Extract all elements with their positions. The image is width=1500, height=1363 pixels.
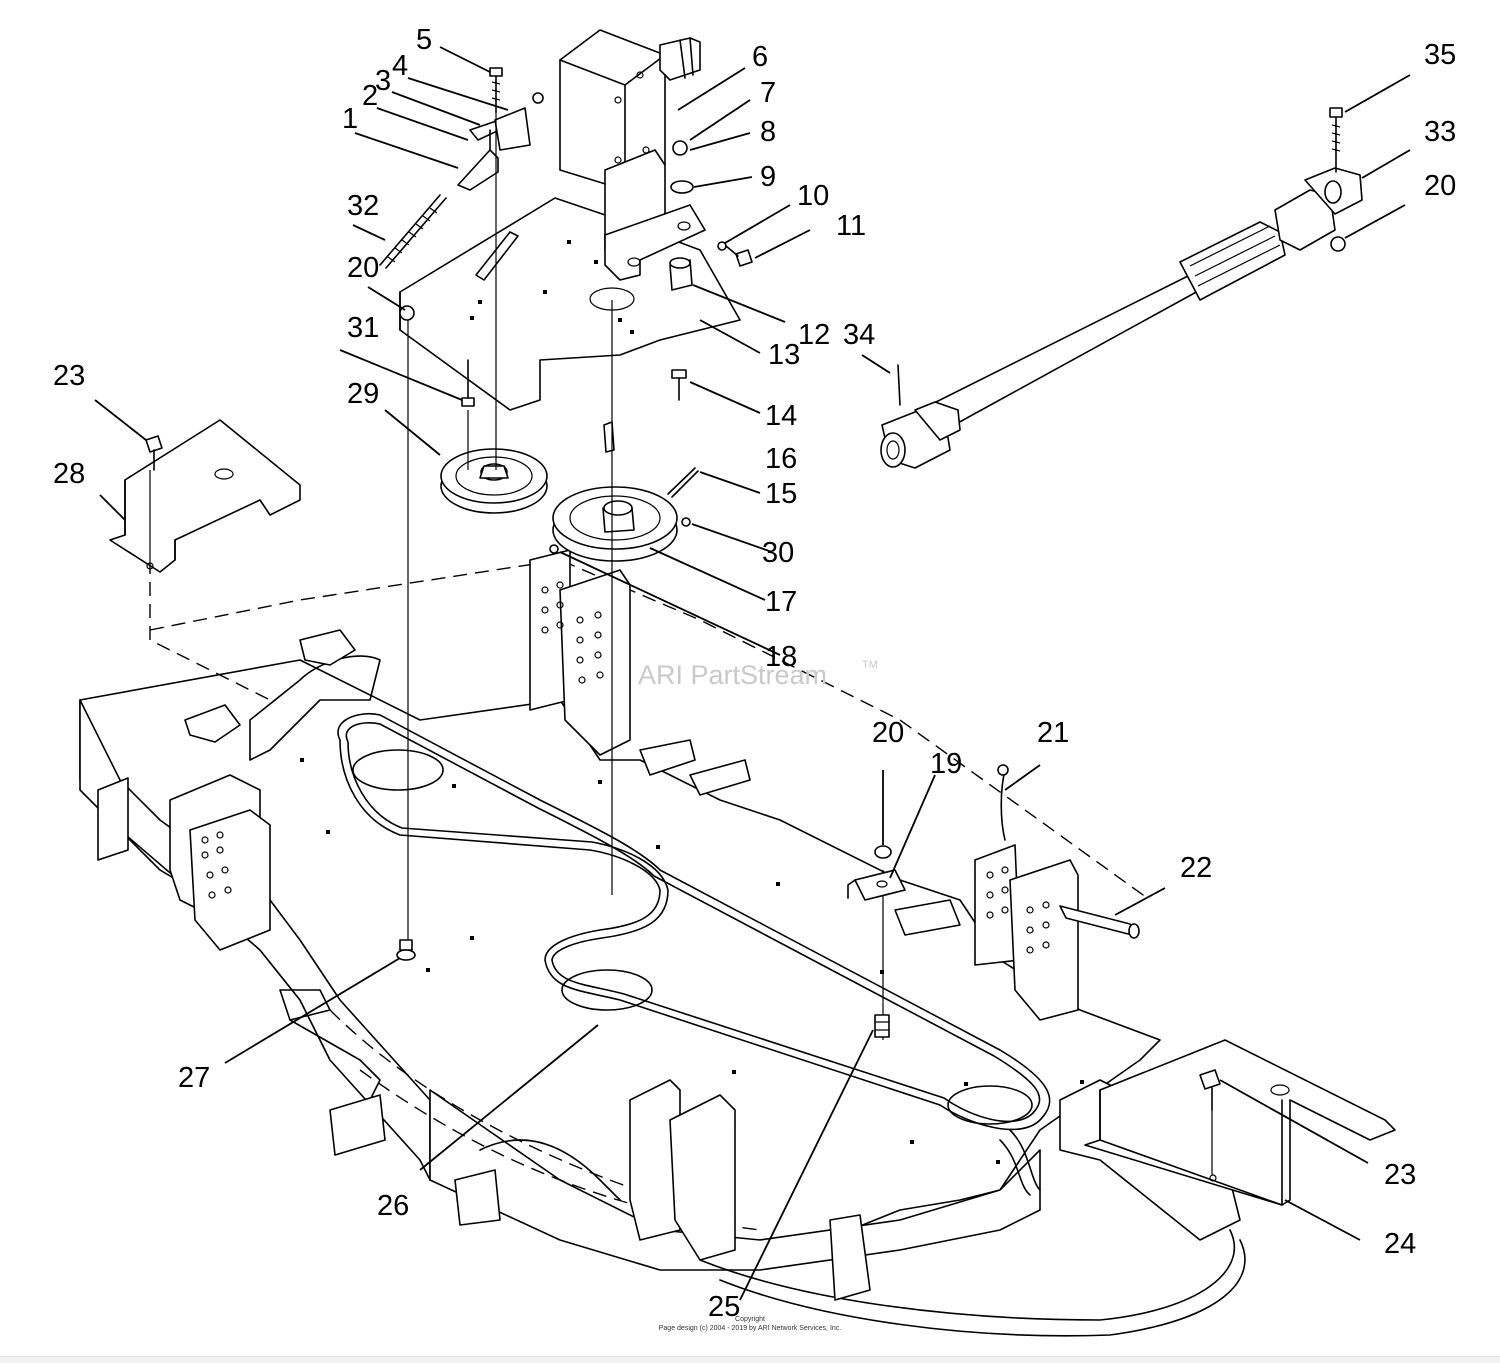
spindle-opening-left xyxy=(352,749,444,791)
callout-6: 6 xyxy=(752,41,768,73)
mower-deck xyxy=(79,549,1246,1337)
idler-arm xyxy=(457,107,531,191)
deck-holes xyxy=(300,758,1084,1164)
washer xyxy=(670,180,694,194)
bolt xyxy=(874,1014,890,1038)
nut xyxy=(672,140,688,156)
washer xyxy=(717,241,727,251)
nut xyxy=(532,92,544,104)
copyright-line1: Copyright xyxy=(735,1316,765,1323)
pin xyxy=(1059,905,1140,939)
leader-lines xyxy=(94,46,1411,1301)
bolt xyxy=(461,359,475,407)
callout-30: 30 xyxy=(762,537,794,569)
copyright: Copyright Page design (c) 2004 - 2019 by… xyxy=(659,1316,842,1332)
callout-27: 27 xyxy=(178,1062,210,1094)
drive-belt xyxy=(337,713,1051,1131)
callout-4: 4 xyxy=(392,50,408,82)
callout-21: 21 xyxy=(1037,717,1069,749)
nut xyxy=(549,544,559,554)
hairpin xyxy=(997,764,1009,841)
callout-35: 35 xyxy=(1424,39,1456,71)
callout-22: 22 xyxy=(1180,852,1212,884)
callout-8: 8 xyxy=(760,116,776,148)
callout-12: 12 xyxy=(798,319,830,351)
callout-3: 3 xyxy=(375,65,391,97)
callout-32: 32 xyxy=(347,190,379,222)
bolt xyxy=(735,249,753,267)
callout-29: 29 xyxy=(347,378,379,410)
callout-25: 25 xyxy=(708,1291,740,1323)
gearbox-bracket xyxy=(604,204,706,281)
callout-13: 13 xyxy=(768,339,800,371)
idler-pulley xyxy=(440,448,548,514)
callout-26: 26 xyxy=(377,1190,409,1222)
watermark-text: ARI PartStream xyxy=(638,660,827,690)
adjuster-holes-rear xyxy=(541,581,604,684)
callout-33: 33 xyxy=(1424,116,1456,148)
callout-16: 16 xyxy=(765,443,797,475)
callout-18: 18 xyxy=(765,641,797,673)
callout-7: 7 xyxy=(760,77,776,109)
bracket-19 xyxy=(847,869,906,901)
bolt xyxy=(1199,1069,1221,1111)
callout-2: 2 xyxy=(362,80,378,112)
callout-19: 19 xyxy=(930,748,962,780)
callout-labels: 1 2 3 4 5 6 7 8 9 10 11 12 13 14 15 16 1… xyxy=(53,24,1456,1323)
page-footer-bar xyxy=(0,1356,1500,1363)
spring xyxy=(379,194,447,269)
adjuster-holes-left xyxy=(201,831,232,899)
callout-1: 1 xyxy=(342,103,358,135)
callout-31: 31 xyxy=(347,312,379,344)
set-screw xyxy=(681,517,691,527)
callout-20-shaft: 20 xyxy=(1424,170,1456,202)
drive-shaft xyxy=(880,107,1363,469)
callout-24: 24 xyxy=(1384,1228,1416,1260)
bolt xyxy=(671,369,687,401)
bolt xyxy=(145,435,163,471)
callout-14: 14 xyxy=(765,400,797,432)
callout-17: 17 xyxy=(765,586,797,618)
callout-34: 34 xyxy=(843,319,875,351)
callout-11: 11 xyxy=(836,210,866,242)
callout-28: 28 xyxy=(53,458,85,490)
callout-23-left: 23 xyxy=(53,360,85,392)
shield-left xyxy=(109,419,301,573)
watermark: ARI PartStream TM xyxy=(638,659,878,690)
watermark-tm: TM xyxy=(862,659,878,671)
spindle-opening-right xyxy=(947,1085,1033,1125)
bolt xyxy=(396,939,416,961)
callout-20-lower: 20 xyxy=(872,717,904,749)
callout-20-upper: 20 xyxy=(347,252,379,284)
callout-10: 10 xyxy=(797,180,829,212)
callout-9: 9 xyxy=(760,161,776,193)
callout-15: 15 xyxy=(765,478,797,510)
adjuster-holes-right xyxy=(986,866,1050,954)
shield-right xyxy=(1084,1039,1396,1206)
callout-23-right: 23 xyxy=(1384,1159,1416,1191)
copyright-line2: Page design (c) 2004 - 2019 by ARI Netwo… xyxy=(659,1325,842,1332)
callout-5: 5 xyxy=(416,24,432,56)
nut xyxy=(874,845,892,859)
drive-pulley xyxy=(552,486,678,562)
